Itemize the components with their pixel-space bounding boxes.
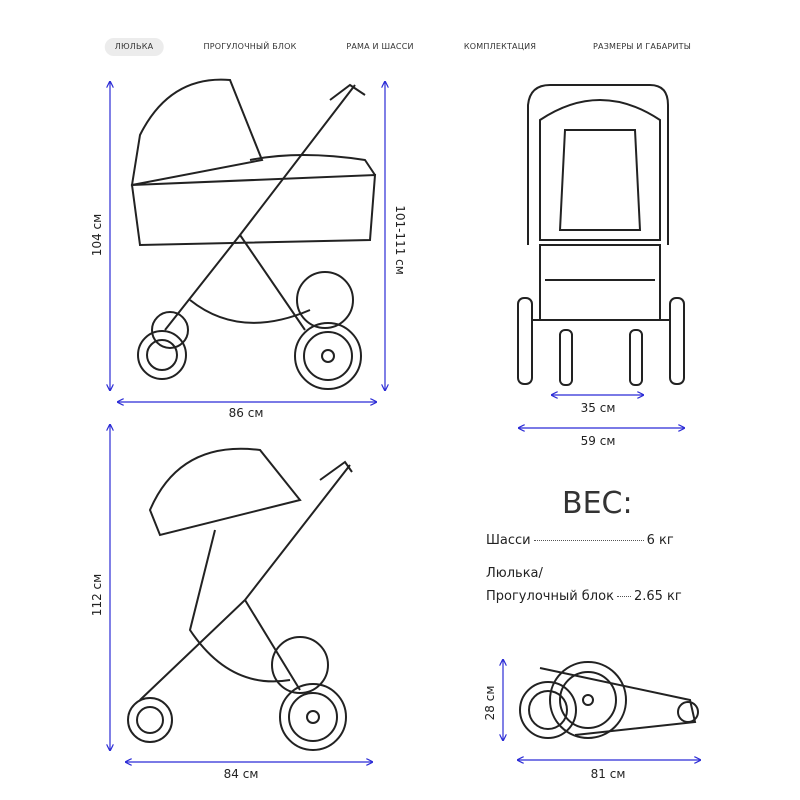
tab-frame-chassis[interactable]: РАМА И ШАССИ xyxy=(346,42,414,51)
weight-title: ВЕС: xyxy=(562,486,633,521)
block-value: 2.65 кг xyxy=(633,589,682,604)
block-weight-row: Прогулочный блок 2.65 кг xyxy=(486,589,682,604)
bassinet-height-label: 104 см xyxy=(90,213,104,257)
bassinet-stroller-icon xyxy=(130,78,377,390)
leader-dots xyxy=(533,540,644,541)
tab-package[interactable]: КОМПЛЕКТАЦИЯ xyxy=(463,42,537,51)
folded-height-label: 28 см xyxy=(483,685,497,721)
block-label-line1: Люлька/ xyxy=(486,566,543,581)
seat-stroller-icon xyxy=(127,447,353,751)
block-label: Прогулочный блок xyxy=(486,589,614,604)
tab-bassinet[interactable]: ЛЮЛЬКА xyxy=(104,38,164,56)
dimension-lines xyxy=(110,82,700,762)
seat-length-label: 84 см xyxy=(223,767,259,781)
seat-height-label: 112 см xyxy=(90,573,104,617)
leader-dots xyxy=(616,596,631,597)
tab-dimensions[interactable]: РАЗМЕРЫ И ГАБАРИТЫ xyxy=(592,42,692,51)
chassis-value: 6 кг xyxy=(646,533,674,548)
tab-stroller-seat[interactable]: ПРОГУЛОЧНЫЙ БЛОК xyxy=(203,42,297,51)
front-view-stroller-icon xyxy=(517,84,685,386)
outer-width-label: 59 см xyxy=(580,434,616,448)
inner-width-label: 35 см xyxy=(580,401,616,415)
bassinet-length-label: 86 см xyxy=(228,406,264,420)
chassis-label: Шасси xyxy=(486,533,531,548)
chassis-weight-row: Шасси 6 кг xyxy=(486,533,674,548)
handle-height-label: 101-111 см xyxy=(393,205,407,275)
folded-length-label: 81 см xyxy=(590,767,626,781)
folded-stroller-icon xyxy=(519,661,699,739)
